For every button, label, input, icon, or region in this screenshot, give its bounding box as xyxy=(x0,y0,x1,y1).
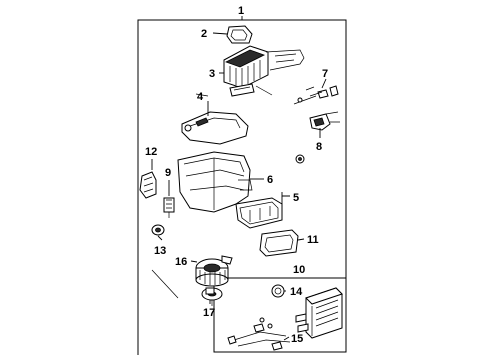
callout-labels: 1 2 3 4 5 6 7 8 9 10 11 12 13 14 15 16 1… xyxy=(145,5,328,345)
callout-12: 12 xyxy=(145,146,157,158)
part-12-cover xyxy=(139,171,157,199)
part-16-blower-wheel xyxy=(195,255,233,306)
callout-16: 16 xyxy=(175,256,187,268)
callout-5: 5 xyxy=(293,192,299,204)
part-2-gasket xyxy=(226,25,253,44)
callout-6: 6 xyxy=(267,174,273,186)
callout-1: 1 xyxy=(238,5,244,17)
callout-14: 14 xyxy=(290,286,303,298)
callout-11: 11 xyxy=(307,234,319,246)
assembly-outline-box xyxy=(137,16,347,355)
part-13-cap xyxy=(151,224,165,236)
part-3-evaporator-case xyxy=(195,45,305,97)
heater-core xyxy=(295,287,343,339)
part-4-upper-case xyxy=(181,111,249,145)
callout-3: 3 xyxy=(209,68,215,80)
callout-9: 9 xyxy=(165,167,171,179)
subassembly-box-10 xyxy=(213,277,347,353)
part-9-resistor xyxy=(163,197,175,218)
leader-lines xyxy=(151,32,327,341)
part-14-seal xyxy=(271,284,285,298)
part-6-lower-case xyxy=(177,151,253,213)
callout-4: 4 xyxy=(197,91,204,103)
callout-15: 15 xyxy=(291,333,303,345)
part-5-duct-door xyxy=(235,197,283,229)
callout-17: 17 xyxy=(203,307,215,319)
part-7-hardware xyxy=(293,85,339,105)
callout-10: 10 xyxy=(293,264,305,276)
callout-8: 8 xyxy=(316,141,322,153)
part-11-gasket-frame xyxy=(259,229,299,257)
part-17-fastener xyxy=(205,287,215,295)
part-15-tubes xyxy=(227,317,291,351)
callout-2: 2 xyxy=(201,28,207,40)
loose-rod xyxy=(151,269,179,299)
grommet xyxy=(295,154,305,164)
part-8-actuator xyxy=(309,111,340,131)
callout-7: 7 xyxy=(322,68,328,80)
callout-13: 13 xyxy=(154,245,166,257)
